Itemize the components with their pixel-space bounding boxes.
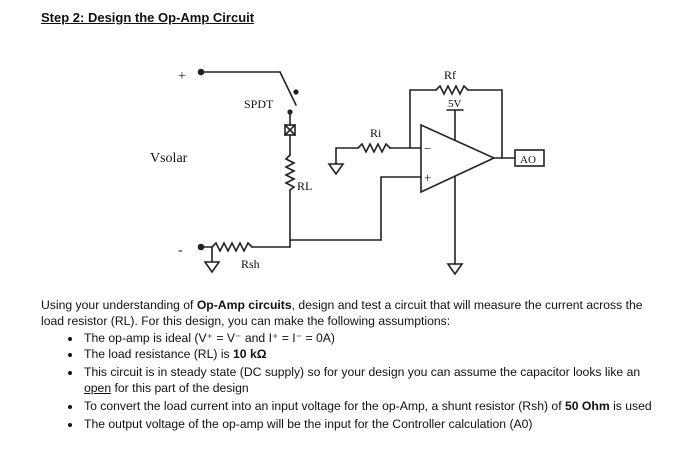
list-item: The op-amp is ideal (V⁺ = V⁻ and I⁺ = I⁻…: [82, 330, 666, 346]
spdt-label: SPDT: [244, 97, 274, 111]
op-amp-circuit-diagram: + - Vsolar SPDT Rf 5V Ri RL Rsh AO − +: [150, 68, 545, 276]
assumptions-list: The op-amp is ideal (V⁺ = V⁻ and I⁺ = I⁻…: [41, 330, 666, 432]
spdt-blade: [279, 71, 297, 106]
list-item: The output voltage of the op-amp will be…: [82, 416, 666, 432]
list-item: The load resistance (RL) is 10 kΩ: [82, 346, 666, 362]
rf-label: Rf: [444, 68, 456, 82]
minus-label: -: [178, 243, 183, 258]
inverting-sign: −: [424, 141, 431, 156]
rf-resistor: [435, 84, 469, 96]
op-amp-triangle: [420, 123, 496, 194]
page-heading: Step 2: Design the Op-Amp Circuit: [41, 10, 255, 25]
rl-label: RL: [297, 179, 312, 193]
ri-label: Ri: [370, 126, 382, 140]
5v-label: 5V: [448, 98, 462, 110]
instructions: Using your understanding of Op-Amp circu…: [41, 297, 666, 432]
intro-paragraph: Using your understanding of Op-Amp circu…: [41, 298, 643, 328]
rsh-resistor: [211, 241, 253, 253]
ri-resistor: [357, 142, 391, 154]
rsh-label: Rsh: [241, 257, 260, 271]
plus-label: +: [178, 69, 186, 84]
ao-box: [514, 149, 545, 167]
ground-left: [203, 261, 221, 274]
ground-right: [446, 263, 464, 276]
list-item: To convert the load current into an inpu…: [82, 398, 666, 414]
list-item: This circuit is in steady state (DC supp…: [82, 364, 666, 396]
rl-resistor: [284, 154, 296, 191]
noninverting-sign: +: [424, 170, 431, 185]
ground-center: [327, 163, 345, 176]
ao-label: AO: [520, 154, 536, 166]
vsolar-label: Vsolar: [150, 151, 188, 166]
